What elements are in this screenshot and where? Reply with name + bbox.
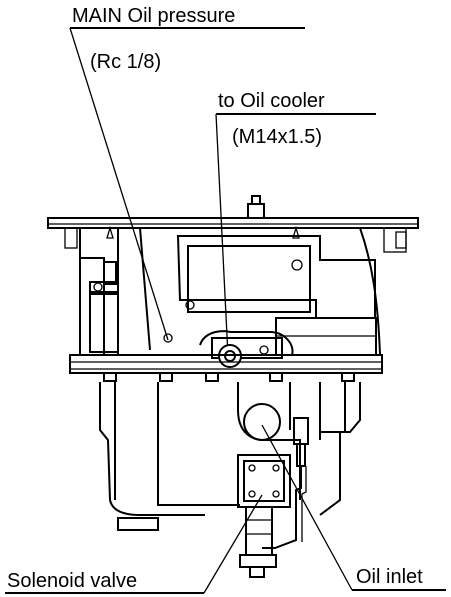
- upper-housing: [79, 227, 381, 356]
- middle-flange: [69, 354, 383, 382]
- label-solenoid-valve: Solenoid valve: [7, 570, 137, 592]
- label-main-oil-pressure: MAIN Oil pressure: [72, 5, 235, 27]
- leader-main-oil-pressure: [69, 27, 169, 341]
- label-main-oil-thread: (Rc 1/8): [90, 51, 161, 73]
- lower-housing: [99, 382, 361, 531]
- leader-oil-inlet: [261, 424, 353, 591]
- left-pipe: [79, 257, 119, 356]
- solenoid-valve: [237, 454, 291, 578]
- oil-inlet-boss: [237, 382, 321, 549]
- flange-bolts: [103, 372, 355, 382]
- top-plate: [47, 195, 419, 253]
- label-oil-cooler: to Oil cooler: [218, 90, 325, 112]
- label-oil-inlet: Oil inlet: [356, 566, 423, 588]
- label-oil-cooler-thread: (M14x1.5): [232, 126, 322, 148]
- leader-solenoid-valve: [203, 494, 263, 594]
